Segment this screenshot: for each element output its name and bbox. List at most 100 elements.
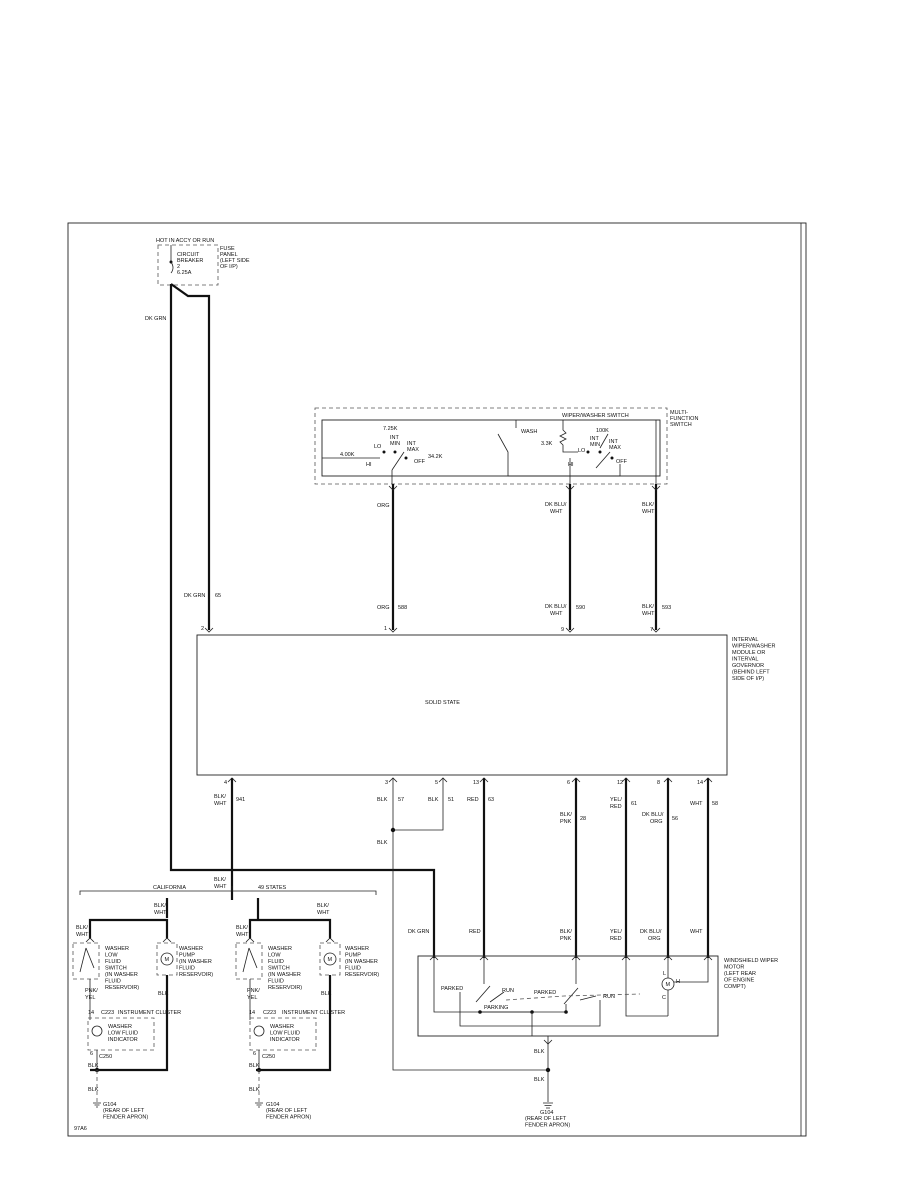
st-ground-g104: G104 bbox=[266, 1102, 279, 1108]
st-conn-c223: C223 bbox=[263, 1010, 276, 1016]
motor-splice-3 bbox=[564, 1010, 568, 1014]
multifunction-switch-label: MULTI- FUNCTION SWITCH bbox=[670, 410, 700, 428]
run-switch-2 bbox=[579, 995, 597, 1001]
st-pump-label: WASHER PUMP (IN WASHER FLUID RESERVOIR) bbox=[345, 946, 379, 978]
multifunction-switch-box bbox=[314, 407, 668, 485]
motor-internal-yelred bbox=[625, 956, 668, 1017]
wire-dk-grn-label: DK GRN bbox=[145, 316, 166, 322]
motor-wire-wht: WHT bbox=[690, 929, 703, 935]
circuit-941-label: 941 bbox=[236, 797, 245, 803]
cal-blk-label-2: BLK bbox=[88, 1087, 99, 1093]
motor-wire-red: RED bbox=[469, 929, 481, 935]
st-pin-14: 14 bbox=[249, 1010, 255, 1016]
pin-8: 8 bbox=[657, 780, 660, 786]
res-100k-lead bbox=[599, 433, 609, 449]
cal-pump-label: WASHER PUMP (IN WASHER FLUID RESERVOIR) bbox=[179, 946, 213, 978]
cal-ground-symbol bbox=[93, 1102, 101, 1108]
switch-blade-left bbox=[391, 451, 405, 471]
solid-state-label: SOLID STATE bbox=[425, 700, 460, 706]
sw-contact-lo-right bbox=[586, 450, 590, 454]
st-pnkyel-label: PNK/ YEL bbox=[247, 988, 261, 1001]
wiper-motor-label: WINDSHIELD WIPER MOTOR (LEFT REAR OF ENG… bbox=[724, 958, 780, 990]
pin-13: 13 bbox=[473, 780, 479, 786]
motor-blk-label-2: BLK bbox=[534, 1077, 545, 1083]
wiper-washer-switch-label: WIPER/WASHER SWITCH bbox=[562, 413, 629, 419]
hot-label: HOT IN ACCY OR RUN bbox=[156, 238, 214, 244]
sw-contact-min-right bbox=[598, 450, 602, 454]
st-blk-label: BLK bbox=[249, 1063, 260, 1069]
wire-org-label: ORG bbox=[377, 503, 390, 509]
cal-indicator-label: WASHER LOW FLUID INDICATOR bbox=[108, 1024, 139, 1043]
cal-pin-14: 14 bbox=[88, 1010, 94, 1016]
wiper-motor-box bbox=[417, 955, 719, 1037]
pos-lo-right: LO bbox=[578, 448, 586, 454]
st-switch-wire-label: BLK/ WHT bbox=[236, 925, 249, 938]
wire-blk-splice-label: BLK bbox=[377, 840, 388, 846]
cal-pump-m: M bbox=[165, 957, 170, 963]
st-low-fluid-switch bbox=[242, 947, 258, 973]
circuit-65-label: 65 bbox=[215, 593, 221, 599]
pos-min-left: MIN bbox=[390, 441, 400, 447]
st-ground-symbol bbox=[255, 1102, 263, 1108]
sw-contact-max bbox=[404, 456, 408, 460]
st-blk-label-2: BLK bbox=[249, 1087, 260, 1093]
motor-c: C bbox=[662, 995, 666, 1001]
connector-marks bbox=[85, 485, 713, 1045]
footer-code: 97A6 bbox=[74, 1126, 87, 1132]
cal-ground-g104: G104 bbox=[103, 1102, 116, 1108]
pos-int-left: INT bbox=[390, 435, 400, 441]
wire-red-label: RED bbox=[467, 797, 479, 803]
circuit-58-label: 58 bbox=[712, 801, 718, 807]
circuit-61-label: 61 bbox=[631, 801, 637, 807]
motor-ground-splice bbox=[545, 1067, 551, 1073]
pos-lo-left: LO bbox=[374, 444, 382, 450]
pos-int-left-2: INT bbox=[407, 441, 417, 447]
circuit-593-label: 593 bbox=[662, 605, 671, 611]
pin-1: 1 bbox=[384, 626, 387, 632]
module-label: INTERVAL WIPER/WASHER MODULE OR INTERVAL… bbox=[732, 637, 777, 682]
wash-circuit bbox=[497, 433, 621, 477]
pos-hi-right: HI bbox=[568, 462, 574, 468]
pin-5: 5 bbox=[435, 780, 438, 786]
res-4k-label: 4.00K bbox=[340, 452, 355, 458]
circuit-28-label: 28 bbox=[580, 816, 586, 822]
wiper-switch-inner-box bbox=[321, 419, 661, 477]
pos-int-right-2: INT bbox=[609, 439, 619, 445]
pin-2: 2 bbox=[201, 626, 204, 632]
st-pin-6: 6 bbox=[253, 1051, 256, 1057]
cal-indicator-lamp bbox=[91, 1025, 103, 1037]
wire-dkbluwht-label-2: DK BLU/ WHT bbox=[545, 604, 568, 617]
run-label-2: RUN bbox=[603, 994, 615, 1000]
circuit-56-label: 56 bbox=[672, 816, 678, 822]
st-pump-blk-label: BLK bbox=[321, 991, 332, 997]
st-low-fluid-switch-box bbox=[235, 942, 263, 980]
st-feed-wire bbox=[248, 918, 332, 938]
motor-m: M bbox=[666, 982, 671, 988]
pos-max-right: MAX bbox=[609, 445, 621, 451]
motor-wire-blkpnk: BLK/ PNK bbox=[560, 929, 573, 942]
cal-low-fluid-switch-box bbox=[72, 942, 100, 980]
motor-blk-label: BLK bbox=[534, 1049, 545, 1055]
cal-feed-label: BLK/ WHT bbox=[154, 903, 167, 916]
wire-blk-51-label: BLK bbox=[428, 797, 439, 803]
motor-ground-g104: G104 bbox=[540, 1110, 553, 1116]
switch-linkage bbox=[505, 993, 641, 1001]
california-label: CALIFORNIA bbox=[153, 885, 186, 891]
st-indicator-label: WASHER LOW FLUID INDICATOR bbox=[270, 1024, 301, 1043]
wire-blk-57-label: BLK bbox=[377, 797, 388, 803]
cal-low-fluid-switch bbox=[79, 947, 95, 973]
pos-off-left: OFF bbox=[414, 459, 426, 465]
st-pump-ground-wire bbox=[256, 975, 332, 1072]
pin-4: 4 bbox=[224, 780, 227, 786]
motor-h: H bbox=[676, 979, 680, 985]
res-342-label: 34.2K bbox=[428, 454, 443, 460]
pin-6: 6 bbox=[567, 780, 570, 786]
cal-inst-cluster: INSTRUMENT CLUSTER bbox=[118, 1010, 181, 1016]
circuit-590-label: 590 bbox=[576, 605, 585, 611]
circuit-51-label: 51 bbox=[448, 797, 454, 803]
park-loop bbox=[459, 992, 601, 1027]
motor-wire-dkbluorg: DK BLU/ ORG bbox=[640, 929, 663, 942]
wire-dk-grn-motor bbox=[169, 284, 436, 958]
states-49-label: 49 STATES bbox=[258, 885, 287, 891]
